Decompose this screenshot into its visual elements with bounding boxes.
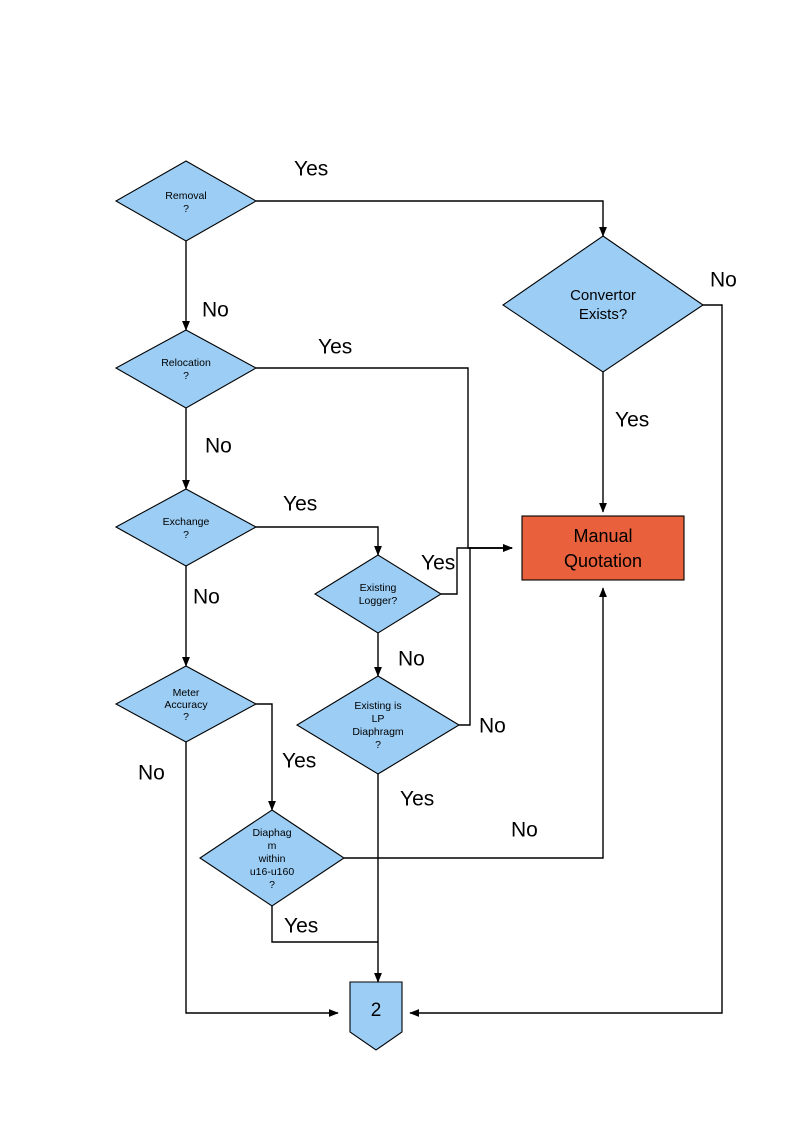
logger-label-line2: Logger?: [359, 595, 398, 607]
node-convertor-exists[interactable]: Convertor Exists?: [502, 235, 704, 373]
removal-label-line2: ?: [183, 203, 189, 215]
node-diaphagm-range[interactable]: Diaphag m within u16-u160 ?: [199, 809, 345, 907]
convertor-label-line2: Exists?: [579, 306, 627, 323]
edge-diaphagm-yes: [271, 906, 378, 943]
diaphagm-range-decision-shape[interactable]: [199, 809, 345, 907]
existing-logger-decision-shape[interactable]: [313, 554, 443, 634]
exchange-label-line2: ?: [183, 529, 189, 541]
connector-2-label: 2: [371, 1000, 382, 1021]
relocation-label-line1: Relocation: [161, 357, 211, 369]
diaphagm-label-line1: Diaphag: [252, 827, 291, 839]
meter-label-line2: Accuracy: [164, 699, 208, 711]
meter-label-line1: Meter: [173, 687, 200, 699]
edge-label-logger-yes: Yes: [421, 552, 455, 575]
diaphagm-label-line2: m: [268, 840, 277, 852]
node-connector-2[interactable]: 2: [349, 981, 403, 1051]
convertor-label-line1: Convertor: [570, 287, 636, 304]
lp-label-line2: LP: [372, 713, 385, 725]
exchange-decision-shape[interactable]: [114, 488, 258, 567]
edge-label-lp-yes: Yes: [400, 788, 434, 811]
edge-exchange-yes: [256, 526, 382, 556]
edge-convertor-no: [409, 304, 723, 1017]
connector-2-shape[interactable]: [349, 981, 403, 1051]
edge-label-convertor-no: No: [710, 269, 737, 292]
edge-label-exchange-yes: Yes: [283, 493, 317, 516]
edge-lp-no: [459, 544, 513, 726]
edge-label-diaphagm-yes: Yes: [284, 915, 318, 938]
edge-diaphagm-no: [344, 587, 607, 859]
manual-quotation-label-line2: Quotation: [564, 551, 642, 571]
edge-label-removal-no: No: [202, 299, 229, 322]
edge-label-logger-no: No: [398, 648, 425, 671]
edge-label-convertor-yes: Yes: [615, 409, 649, 432]
edge-label-lp-no: No: [479, 715, 506, 738]
manual-quotation-process-shape[interactable]: [521, 515, 685, 581]
convertor-decision-shape[interactable]: [502, 235, 704, 373]
manual-quotation-label-line1: Manual: [573, 526, 632, 546]
lp-label-line4: ?: [375, 739, 381, 751]
meter-label-line3: ?: [183, 711, 189, 723]
edge-label-relocation-yes: Yes: [318, 336, 352, 359]
edge-meter-yes: [256, 703, 276, 811]
lp-label-line3: Diaphragm: [352, 726, 404, 738]
exchange-label-line1: Exchange: [163, 516, 210, 528]
relocation-label-line2: ?: [183, 370, 189, 382]
removal-label-line1: Removal: [165, 190, 206, 202]
edge-meter-no: [185, 742, 339, 1017]
relocation-decision-shape[interactable]: [114, 329, 258, 409]
edge-label-removal-yes: Yes: [294, 158, 328, 181]
node-exchange[interactable]: Exchange ?: [114, 488, 258, 567]
existing-lp-decision-shape[interactable]: [295, 675, 461, 775]
edge-label-meter-yes: Yes: [282, 750, 316, 773]
removal-decision-shape[interactable]: [114, 160, 258, 242]
edge-label-meter-no: No: [138, 762, 165, 785]
node-relocation[interactable]: Relocation ?: [114, 329, 258, 409]
meter-accuracy-decision-shape[interactable]: [114, 665, 258, 743]
node-existing-lp-diaphragm[interactable]: Existing is LP Diaphragm ?: [295, 675, 461, 775]
diaphagm-label-line4: u16-u160: [250, 866, 295, 878]
edge-label-exchange-no: No: [193, 586, 220, 609]
node-removal[interactable]: Removal ?: [114, 160, 258, 242]
edge-removal-yes: [256, 200, 607, 237]
edge-label-relocation-no: No: [205, 435, 232, 458]
node-existing-logger[interactable]: Existing Logger?: [313, 554, 443, 634]
logger-label-line1: Existing: [360, 582, 397, 594]
lp-label-line1: Existing is: [354, 700, 401, 712]
diaphagm-label-line3: within: [258, 853, 286, 865]
node-manual-quotation[interactable]: Manual Quotation: [521, 515, 685, 581]
node-meter-accuracy[interactable]: Meter Accuracy ?: [114, 665, 258, 743]
diaphagm-label-line5: ?: [269, 879, 275, 891]
edge-label-diaphagm-no: No: [511, 819, 538, 842]
